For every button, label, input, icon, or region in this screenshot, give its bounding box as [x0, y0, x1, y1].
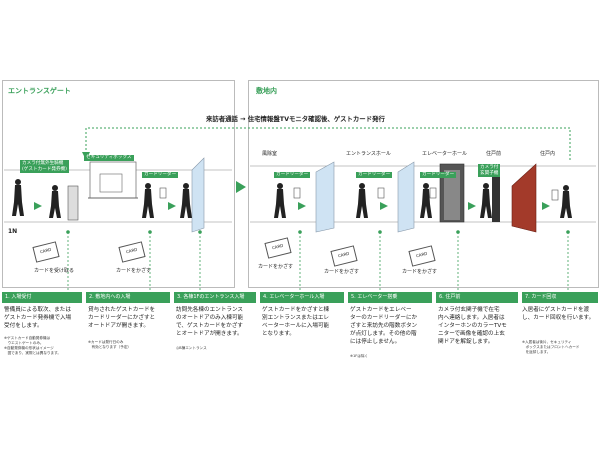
step-2-body: 貸与されたゲストカードを カードリーダーにかざすと オートドアが開きます。 — [88, 307, 156, 329]
step-1-note: ※ゲストカード自動発券機は ウエストゲートのみ。 ※自動発券機の形状はイメージ … — [4, 336, 61, 355]
top-flow-text: 来訪者通話 → 住宅情報盤TVモニタ確認後、ゲストカード発行 — [206, 115, 385, 123]
tag-card-reader-1: カードリーダー — [142, 172, 179, 178]
area-label-dwelling-front: 住戸前 — [486, 151, 502, 157]
action-hold-card-2: カードをかざす — [258, 264, 294, 270]
floor-mark: 1N — [8, 228, 18, 235]
step-3-note: ◎B棟エントランス — [176, 346, 207, 350]
step-7-body: 入居者にゲストカードを渡 し、カード回収を行います。 — [522, 307, 595, 321]
step-5-title: 5. エレベーター搭乗 — [348, 292, 432, 303]
step-2-title: 2. 敷地内への入場 — [86, 292, 170, 303]
area-label-elevator-hall: エレベーターホール — [422, 151, 468, 157]
step-1-title: 1. 入場受付 — [2, 292, 82, 303]
zone-arrow — [236, 181, 246, 193]
step-3-body: 訪問先各棟のエントランス のオートドアのみ入棟可能 で、ゲストカードをかざす と… — [176, 307, 244, 337]
area-label-windbreak: 風除室 — [262, 151, 278, 157]
area-label-entrance-hall: エントランスホール — [346, 151, 391, 157]
action-hold-card-4: カードをかざす — [402, 269, 438, 275]
walker-figures — [12, 179, 572, 218]
step-3-title: 3. 各棟1Fのエントランス入場 — [174, 292, 256, 303]
step-6-body: カメラ付玄関子機で在宅 内へ連絡します。入居者は インターホンのカラーTVモ ニ… — [438, 307, 507, 345]
step-1-body: 警備員による取次、または ゲストカード発券機で入場 受付をします。 — [4, 307, 72, 329]
step-7-note: ※入居者は後片、セキュリティ ボックスまたはフロントへカード を返却します。 — [522, 340, 580, 354]
zone-label-entrance-gate: エントランスゲート — [8, 87, 71, 95]
tag-camera-door: カメラ付 玄関子機 — [478, 164, 501, 177]
step-connectors — [66, 230, 570, 292]
site-frame — [248, 80, 599, 288]
action-receive-card: カードを受け取る — [34, 268, 75, 274]
step-6-title: 6. 住戸前 — [436, 292, 518, 303]
step-2-note: ※カードは発行日のみ 有効となります（予定） — [88, 340, 132, 349]
zone-label-site: 敷地内 — [256, 87, 277, 95]
action-hold-card-3: カードをかざす — [324, 269, 360, 275]
scene-lines — [4, 157, 596, 233]
tag-card-reader-4: カードリーダー — [420, 172, 457, 178]
step-4-body: ゲストカードをかざすと棟 別エントランスまたはエレ ベーターホールに入場可能 と… — [262, 307, 330, 337]
tag-card-reader-3: カードリーダー — [356, 172, 393, 178]
step-7-title: 7. カード回収 — [522, 292, 598, 303]
area-label-dwelling-inside: 住戸内 — [540, 151, 556, 157]
tag-card-reader-2: カードリーダー — [274, 172, 311, 178]
action-hold-card-1: カードをかざす — [116, 268, 152, 274]
step-5-body: ゲストカードをエレベー ターのカードリーダーにか ざすと来訪先の階数ボタン が点… — [350, 307, 418, 345]
entrance-gate-frame — [2, 80, 235, 288]
step-5-note: ※1Fは除く — [350, 354, 369, 358]
tag-camera-reception: カメラ付無外生騎機 (ゲストカード発券機) — [20, 160, 69, 173]
step-4-title: 4. エレベーターホール入場 — [260, 292, 344, 303]
tag-security-box: セキュリティボックス — [84, 155, 134, 161]
